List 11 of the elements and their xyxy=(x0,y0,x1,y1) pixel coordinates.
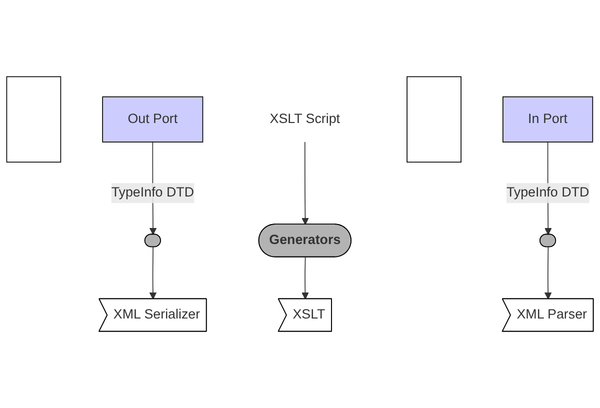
arrow xyxy=(302,142,309,225)
node-box xyxy=(406,76,462,163)
node-box: In Port xyxy=(502,96,594,142)
arrow xyxy=(149,246,157,300)
edge-label: TypeInfo DTD xyxy=(111,186,194,200)
edge-label: TypeInfo DTD xyxy=(506,186,590,200)
arrow xyxy=(302,256,309,300)
node-box xyxy=(6,76,62,163)
node-box: Out Port xyxy=(102,96,204,142)
node-text: XSLT Script xyxy=(270,112,340,126)
arrow xyxy=(544,246,552,300)
